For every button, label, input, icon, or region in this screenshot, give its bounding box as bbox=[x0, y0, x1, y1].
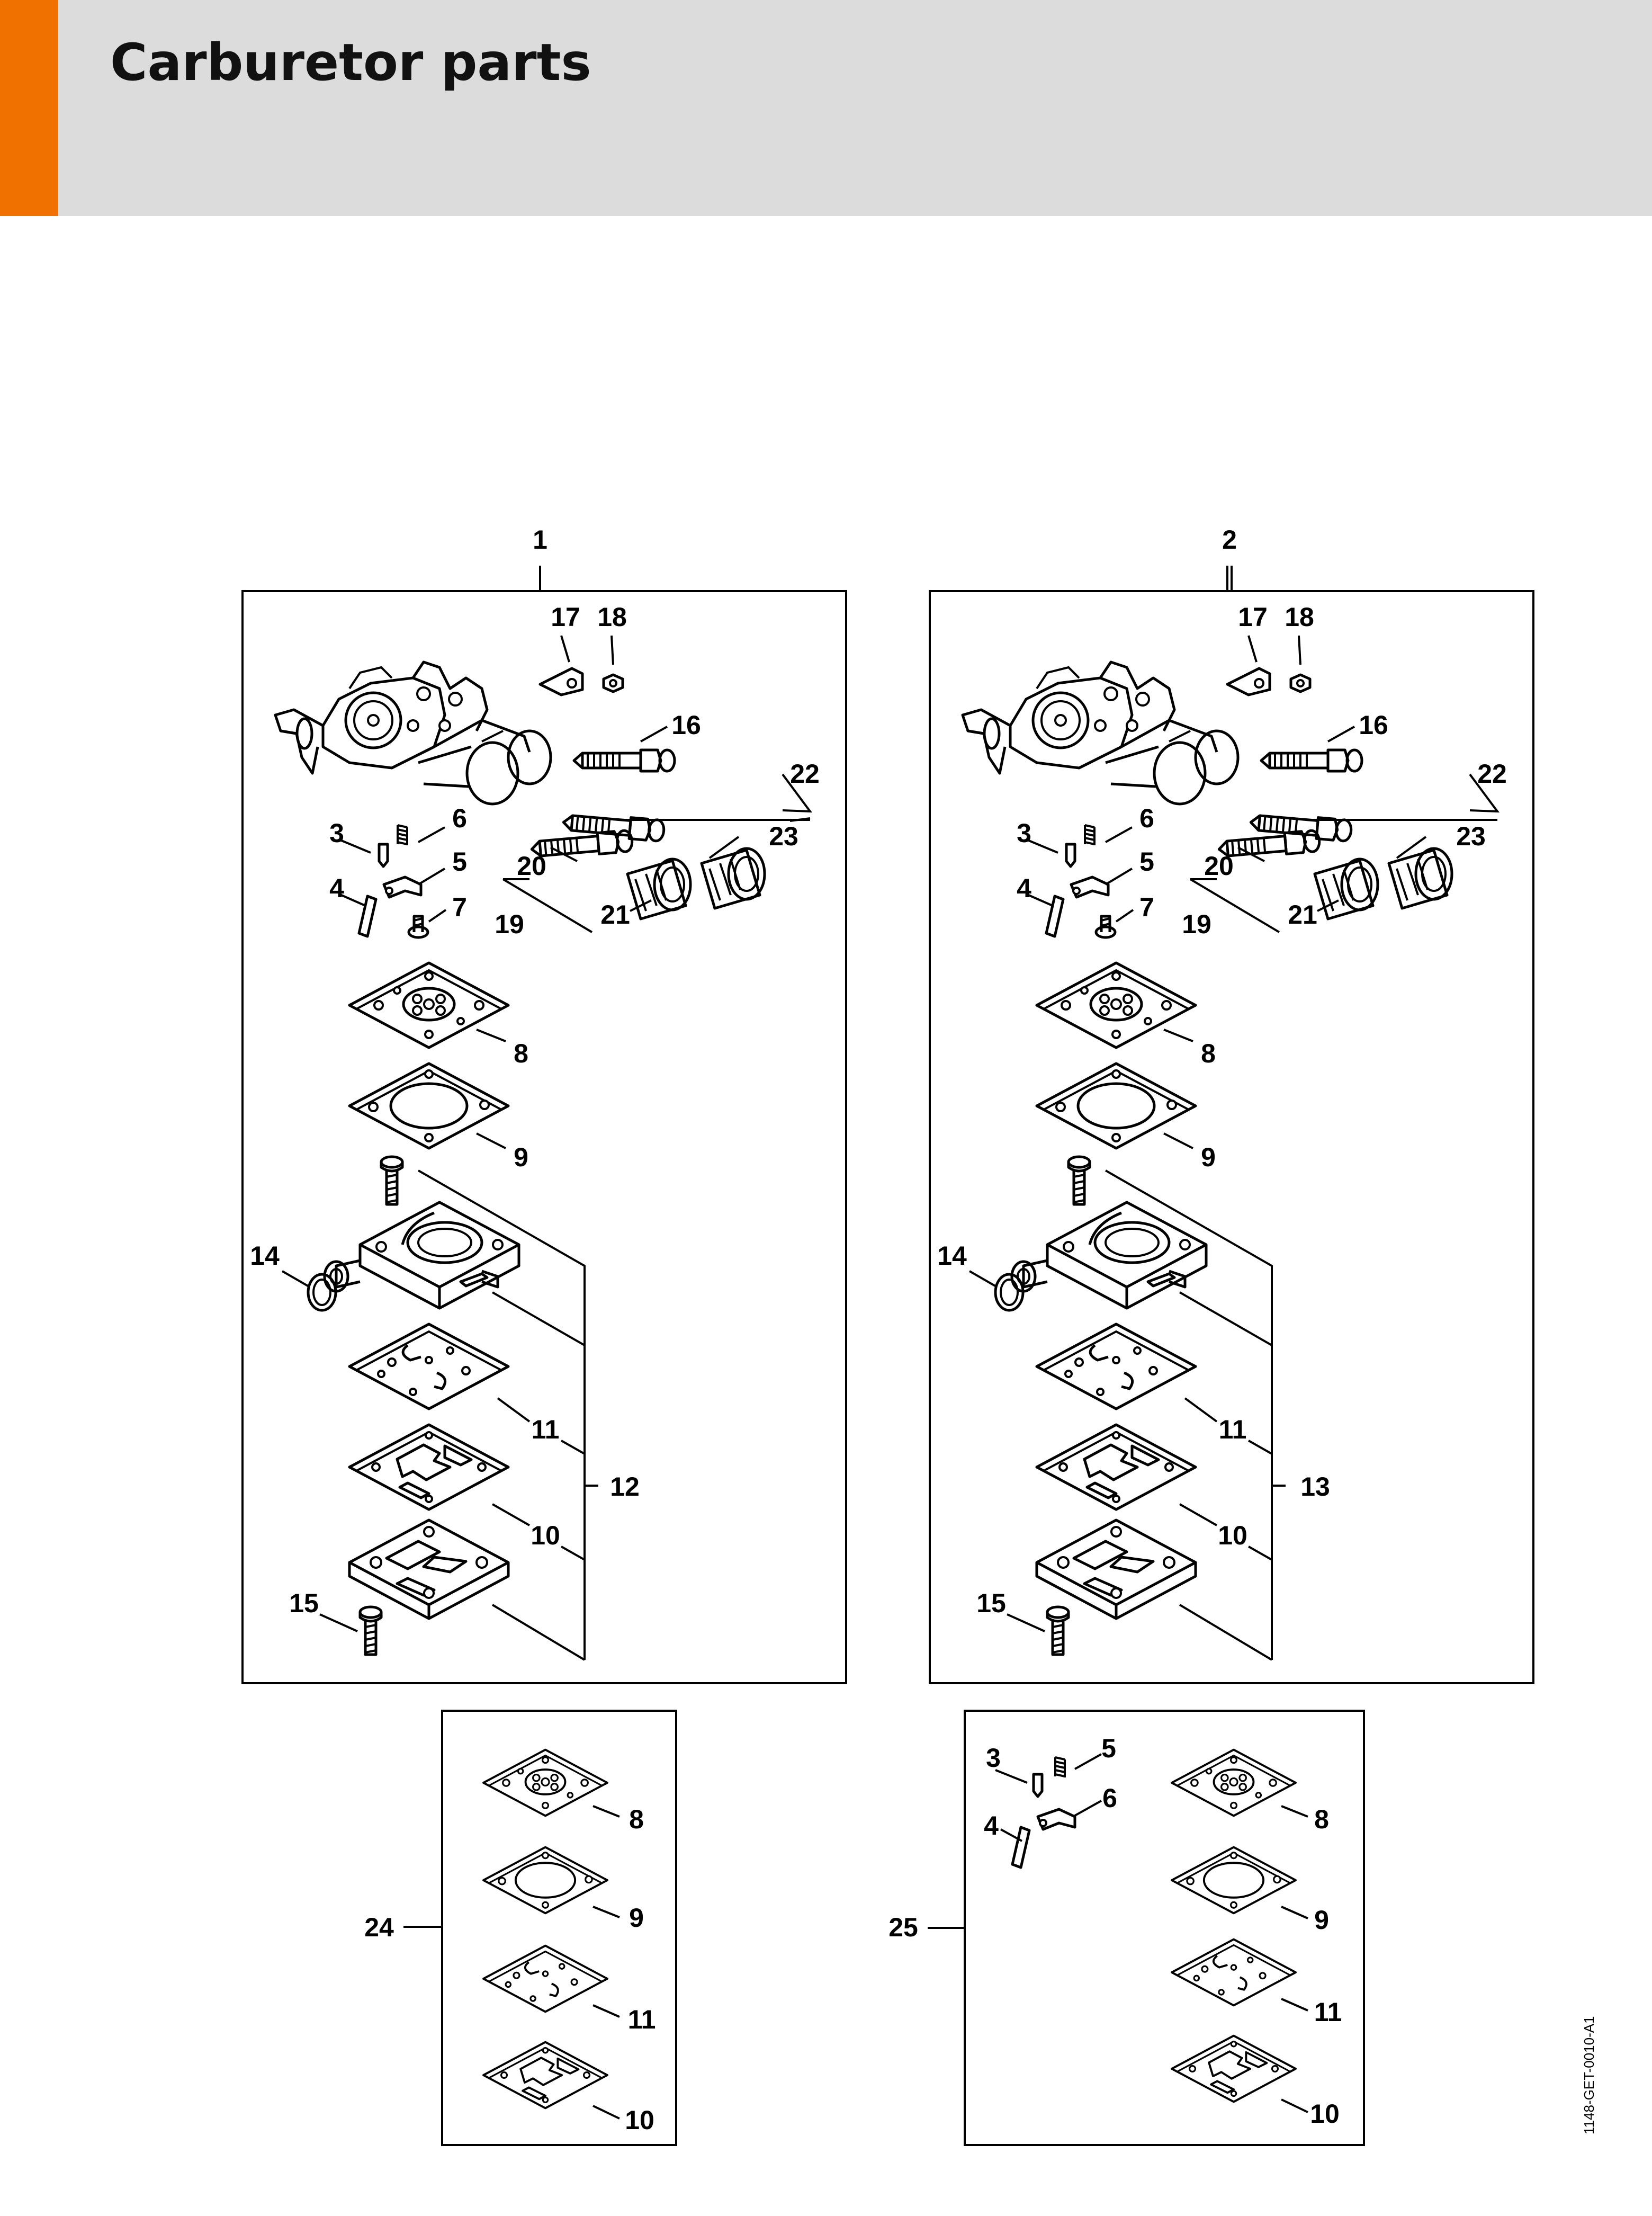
label-6: 6 bbox=[1139, 803, 1154, 833]
label-11: 11 bbox=[1314, 1997, 1342, 2027]
label-21: 21 bbox=[1288, 900, 1317, 930]
label-2: 2 bbox=[1222, 525, 1237, 555]
label-19: 19 bbox=[1182, 909, 1211, 939]
label-14: 14 bbox=[250, 1241, 280, 1271]
label-8: 8 bbox=[1201, 1039, 1216, 1068]
label-13: 13 bbox=[1300, 1472, 1330, 1502]
assembly-right bbox=[929, 566, 1534, 1684]
label-9: 9 bbox=[1201, 1142, 1216, 1172]
label-3: 3 bbox=[986, 1743, 1001, 1773]
label-7: 7 bbox=[1139, 892, 1154, 922]
label-20: 20 bbox=[517, 851, 546, 881]
label-19: 19 bbox=[495, 909, 524, 939]
frame-left bbox=[241, 590, 847, 1684]
label-7: 7 bbox=[452, 892, 467, 922]
label-9: 9 bbox=[1314, 1905, 1329, 1935]
label-17: 17 bbox=[1238, 602, 1268, 632]
label-12: 12 bbox=[610, 1472, 640, 1502]
label-5: 5 bbox=[452, 847, 467, 877]
page-header bbox=[0, 0, 1652, 216]
label-22: 22 bbox=[790, 759, 820, 789]
kit-24 bbox=[403, 1710, 677, 2146]
label-3: 3 bbox=[329, 818, 344, 848]
header-accent-bar bbox=[0, 0, 58, 216]
label-11: 11 bbox=[532, 1415, 560, 1444]
label-9: 9 bbox=[514, 1142, 528, 1172]
label-15: 15 bbox=[289, 1588, 319, 1618]
label-3: 3 bbox=[1017, 818, 1031, 848]
label-15: 15 bbox=[976, 1588, 1006, 1618]
label-10: 10 bbox=[1310, 2099, 1340, 2129]
assembly-left bbox=[241, 566, 847, 1684]
label-22: 22 bbox=[1477, 759, 1507, 789]
label-6: 6 bbox=[452, 803, 467, 833]
label-8: 8 bbox=[629, 1804, 644, 1834]
label-24: 24 bbox=[364, 1913, 394, 1942]
label-5: 5 bbox=[1101, 1734, 1116, 1763]
label-16: 16 bbox=[671, 710, 701, 740]
label-17: 17 bbox=[551, 602, 580, 632]
frame-right bbox=[929, 590, 1534, 1684]
label-18: 18 bbox=[597, 602, 627, 632]
label-11: 11 bbox=[628, 2005, 656, 2034]
page-title: Carburetor parts bbox=[110, 33, 591, 92]
label-10: 10 bbox=[625, 2105, 654, 2135]
label-23: 23 bbox=[769, 821, 798, 851]
label-4: 4 bbox=[984, 1811, 999, 1840]
label-10: 10 bbox=[531, 1521, 560, 1550]
label-18: 18 bbox=[1285, 602, 1314, 632]
label-9: 9 bbox=[629, 1903, 644, 1933]
label-23: 23 bbox=[1456, 821, 1486, 851]
label-14: 14 bbox=[937, 1241, 967, 1271]
label-5: 5 bbox=[1139, 847, 1154, 877]
label-8: 8 bbox=[1314, 1804, 1329, 1834]
label-25: 25 bbox=[888, 1913, 918, 1942]
label-6: 6 bbox=[1102, 1783, 1117, 1813]
document-code: 1148-GET-0010-A1 bbox=[1581, 2016, 1597, 2134]
label-8: 8 bbox=[514, 1039, 528, 1068]
label-10: 10 bbox=[1218, 1521, 1247, 1550]
label-20: 20 bbox=[1204, 851, 1234, 881]
kit-25 bbox=[928, 1710, 1365, 2146]
label-1: 1 bbox=[533, 525, 547, 555]
label-11: 11 bbox=[1219, 1415, 1247, 1444]
label-4: 4 bbox=[329, 873, 344, 903]
frame-kit-25 bbox=[964, 1710, 1365, 2146]
label-4: 4 bbox=[1017, 873, 1031, 903]
label-21: 21 bbox=[600, 900, 630, 930]
label-16: 16 bbox=[1359, 710, 1388, 740]
